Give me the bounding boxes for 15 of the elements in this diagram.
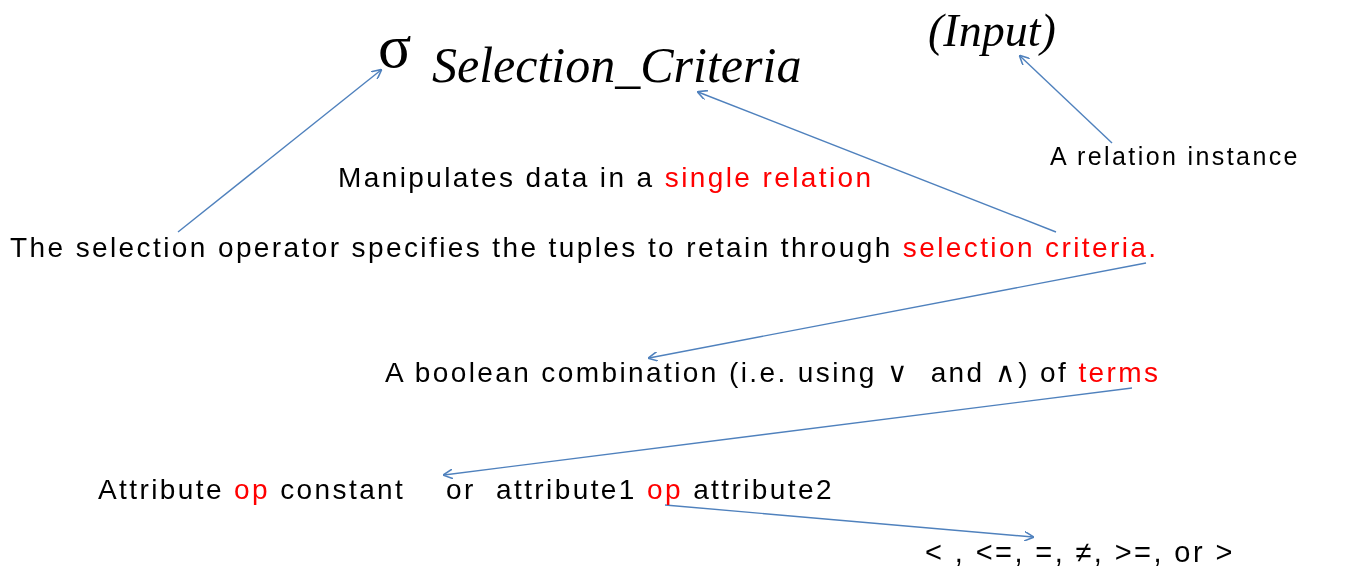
arrow — [177, 68, 383, 233]
annotation-text: Manipulates data in a single relation — [338, 163, 874, 194]
formula-text: (Input) — [928, 6, 1056, 57]
arrow — [442, 387, 1133, 480]
arrow — [647, 262, 1147, 362]
subscript-text: Selection_Criteria — [432, 38, 802, 93]
sigma-symbol: σ — [378, 12, 412, 81]
annotation-text: Attribute op constant or attribute1 op attribute2 — [98, 475, 834, 506]
arrow — [1018, 54, 1113, 144]
operator-list: < , <=, =, ≠, >=, or > — [925, 537, 1235, 569]
annotation-text: A boolean combination (i.e. using ∨ and ∧) of terms — [385, 358, 1161, 389]
arrow — [696, 89, 1057, 233]
arrow — [664, 504, 1035, 542]
annotation-text: A relation instance — [1050, 143, 1300, 171]
annotation-text: The selection operator specifies the tuples to retain through selection criteria. — [10, 233, 1159, 264]
